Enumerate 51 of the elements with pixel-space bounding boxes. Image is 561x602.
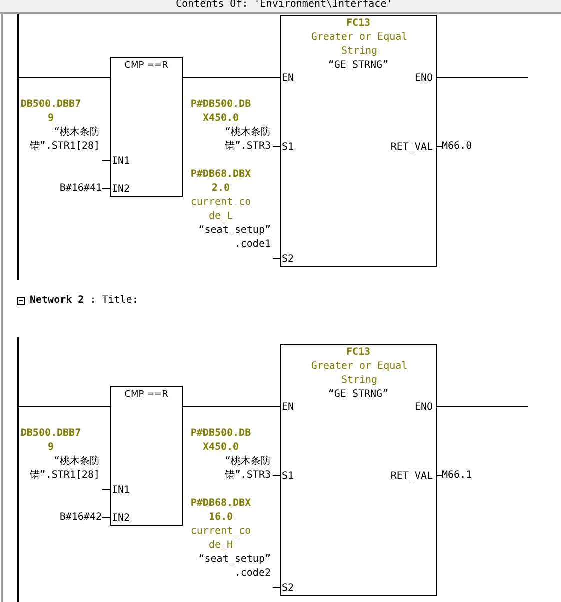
network-heading: Network 2 : Title: [30,294,138,308]
symbol-text: “桃木条防错”.STR3 [224,126,271,154]
symbol-text: “seat_setup”.code1 [198,224,271,252]
wire [272,258,280,260]
output-address: M66.1 [442,469,472,483]
wire [102,188,110,190]
function-block [280,15,437,267]
block-title: FC13 [345,346,372,360]
block-title: CMP ==R [124,60,170,73]
function-block [280,344,437,596]
address-text: P#DB500.DBX450.0 [190,98,252,126]
wire [18,406,110,408]
block-title: FC13 [345,17,372,31]
comment-text: current_code_L [190,196,252,224]
block-symbol: “GE_STRNG” [327,388,390,402]
pin-label: IN2 [112,512,130,526]
block-description: Greater or Equal String [311,360,408,388]
symbol-text: “桃木条防错”.STR1[28] [28,126,100,154]
constant-value: B#16#41 [60,182,102,196]
pin-label: S1 [282,141,294,155]
compare-block [110,57,183,197]
pin-label: ENO [414,401,433,415]
compare-block [110,386,183,526]
block-description: Greater or Equal String [311,31,408,59]
pin-label: RET_VAL [390,470,433,484]
pin-label: IN1 [112,155,130,169]
pin-label: S1 [282,470,294,484]
address-text: DB500.DBB79 [20,98,82,126]
pin-label: IN1 [112,484,130,498]
symbol-text: “seat_setup”.code2 [198,553,271,581]
comment-text: current_code_H [190,525,252,553]
wire [436,406,528,408]
pin-label: S2 [282,582,294,596]
wire [436,146,442,148]
symbol-text: “桃木条防错”.STR1[28] [28,455,100,483]
pin-label: EN [282,72,294,86]
pin-label: ENO [414,72,433,86]
pin-label: S2 [282,253,294,267]
address-text: DB500.DBB79 [20,427,82,455]
block-symbol: “GE_STRNG” [327,59,390,73]
constant-value: B#16#42 [60,511,102,525]
output-address: M66.0 [442,140,472,154]
block-title: CMP ==R [124,389,170,402]
wire [102,160,110,162]
address-text: P#DB500.DBX450.0 [190,427,252,455]
pin-label: IN2 [112,183,130,197]
symbol-text: “桃木条防错”.STR3 [224,455,271,483]
pin-label: EN [282,401,294,415]
pin-label: RET_VAL [390,141,433,155]
wire [272,146,280,148]
wire [182,406,280,408]
